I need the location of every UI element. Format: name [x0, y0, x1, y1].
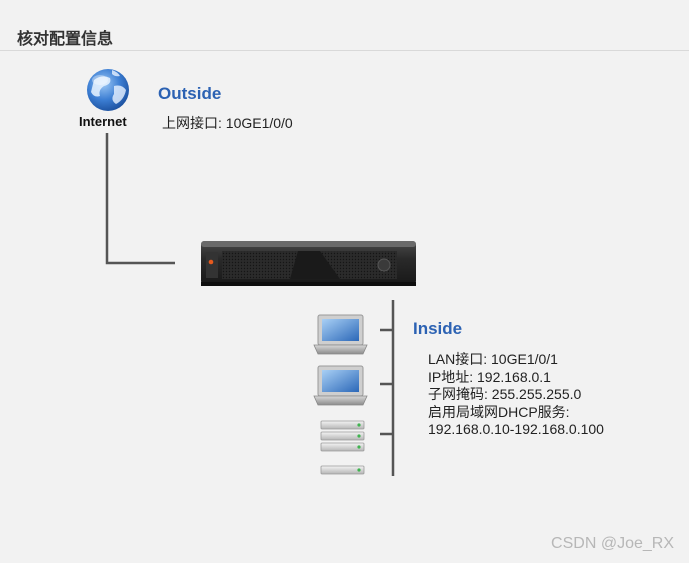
server-stack-icon — [321, 421, 364, 451]
server-icon — [321, 466, 364, 474]
outside-uplink-interface: 上网接口: 10GE1/0/0 — [162, 115, 293, 133]
ip-address-text: IP地址: 192.168.0.1 — [428, 369, 604, 387]
inside-config-details: LAN接口: 10GE1/0/1 IP地址: 192.168.0.1 子网掩码:… — [428, 351, 604, 439]
internet-globe-icon — [87, 69, 129, 111]
dhcp-range-text: 192.168.0.10-192.168.0.100 — [428, 421, 604, 439]
internet-label: Internet — [79, 114, 127, 129]
lan-interface-text: LAN接口: 10GE1/0/1 — [428, 351, 604, 369]
outside-zone-title: Outside — [158, 84, 221, 104]
firewall-device-icon — [201, 241, 416, 286]
inside-zone-title: Inside — [413, 319, 462, 339]
dhcp-label-text: 启用局域网DHCP服务: — [428, 404, 604, 422]
laptop-icon — [314, 366, 367, 405]
watermark: CSDN @Joe_RX — [551, 535, 674, 553]
subnet-mask-text: 子网掩码: 255.255.255.0 — [428, 386, 604, 404]
laptop-icon — [314, 315, 367, 354]
